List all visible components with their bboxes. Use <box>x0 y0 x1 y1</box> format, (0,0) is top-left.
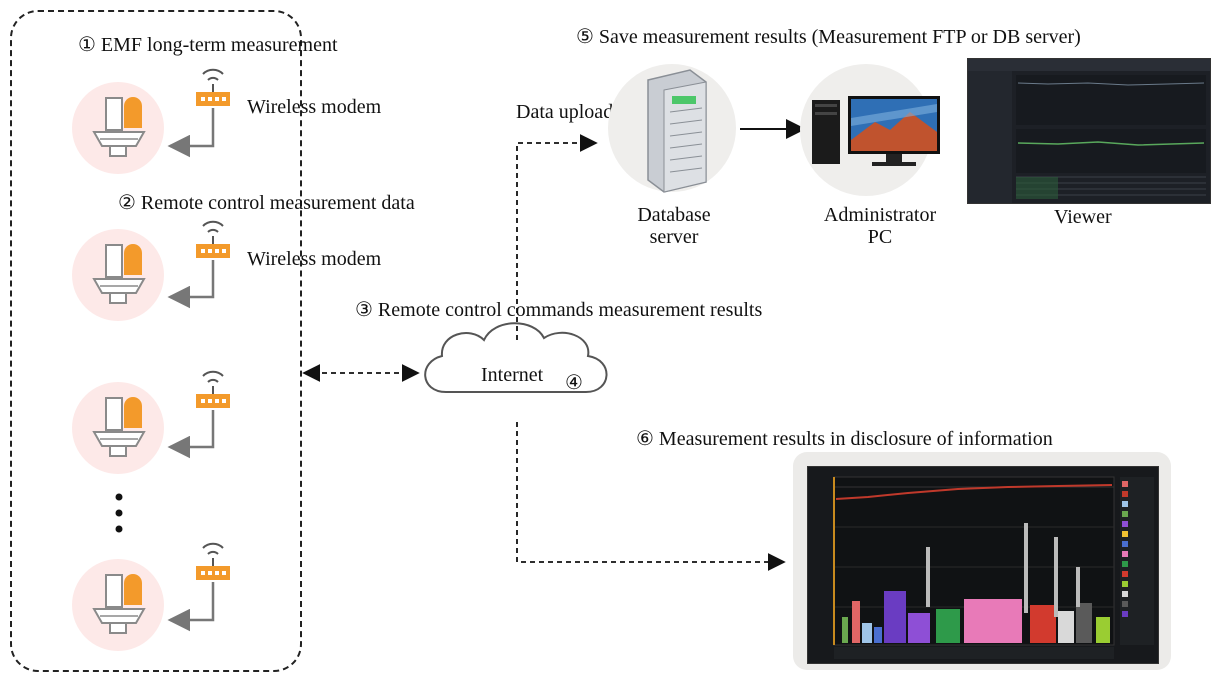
modem-label-2: Wireless modem <box>247 248 382 270</box>
viewer-screenshot <box>967 58 1211 204</box>
step5-label: ⑤ Save measurement results (Measurement … <box>576 26 1081 48</box>
step4-label: ④ <box>565 372 583 394</box>
emf-sensor-icon <box>71 558 165 652</box>
wireless-modem-icon <box>195 68 231 107</box>
modem-label-1: Wireless modem <box>247 96 382 118</box>
database-server-icon <box>608 64 736 193</box>
step2-label: ② Remote control measurement data <box>118 192 415 214</box>
disclosure-chart-graphics <box>833 476 1154 659</box>
wireless-modem-icon <box>195 220 231 259</box>
database-server-label: Database server <box>637 204 711 248</box>
viewer-screen-graphics <box>968 59 1210 203</box>
cloud-icon <box>424 322 608 393</box>
wireless-modem-icon <box>195 370 231 409</box>
emf-sensor-icon <box>71 228 165 322</box>
data-upload-label: Data upload <box>516 101 614 123</box>
emf-sensor-icon <box>71 381 165 475</box>
sensor-group-box <box>10 10 302 672</box>
step6-label: ⑥ Measurement results in disclosure of i… <box>636 428 1053 450</box>
step1-label: ① EMF long-term measurement <box>78 34 338 56</box>
disclosure-chart-screenshot <box>807 466 1159 664</box>
ellipsis-dot <box>115 525 123 533</box>
administrator-pc-icon <box>800 64 940 196</box>
ellipsis-dot <box>115 493 123 501</box>
administrator-pc-label: Administrator PC <box>823 204 937 248</box>
step3-label: ③ Remote control commands measurement re… <box>355 299 763 321</box>
internet-label: Internet <box>481 364 544 386</box>
wireless-modem-icon <box>195 542 231 581</box>
ellipsis-dot <box>115 509 123 517</box>
emf-sensor-icon <box>71 81 165 175</box>
viewer-label: Viewer <box>1054 206 1112 228</box>
